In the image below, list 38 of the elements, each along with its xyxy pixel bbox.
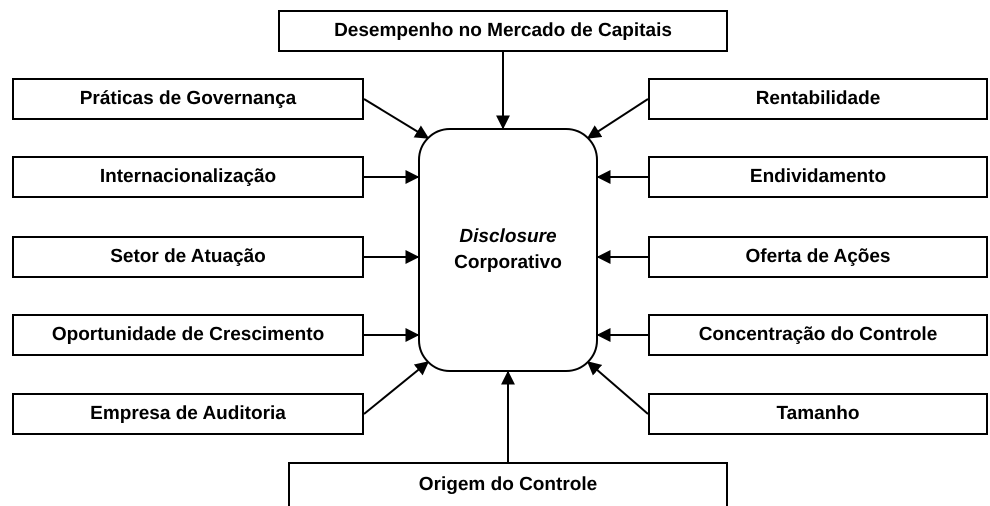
arrow — [364, 170, 420, 184]
arrow — [364, 250, 420, 264]
arrow — [363, 361, 430, 415]
factor-label: Oportunidade de Crescimento — [52, 323, 324, 348]
factor-label: Rentabilidade — [756, 87, 880, 112]
factor-label: Práticas de Governança — [80, 87, 296, 112]
factor-label: Setor de Atuação — [110, 245, 266, 270]
factor-label: Oferta de Ações — [745, 245, 890, 270]
factor-box — [648, 78, 988, 120]
factor-label: Tamanho — [776, 402, 860, 426]
factor-label: Empresa de Auditoria — [90, 402, 286, 426]
factor-label: Origem do Controle — [418, 473, 598, 497]
rounded-box — [418, 128, 598, 372]
factor-box — [12, 393, 364, 435]
arrow — [586, 98, 649, 139]
arrow — [596, 250, 648, 264]
arrow — [496, 52, 510, 130]
factor-box — [12, 314, 364, 356]
factor-box — [12, 236, 364, 278]
arrow — [596, 170, 648, 184]
factor-box — [12, 156, 364, 198]
factor-box — [278, 10, 728, 52]
factor-label: Endividamento — [750, 165, 886, 190]
factor-box — [648, 236, 988, 278]
factor-box — [648, 314, 988, 356]
center-label: Disclosure Corporativo — [453, 225, 563, 275]
factor-box — [648, 393, 988, 435]
factor-label: Desempenho no Mercado de Capitais — [334, 19, 672, 44]
factor-box — [12, 78, 364, 120]
arrow — [363, 98, 430, 139]
factor-label: Concentração do Controle — [698, 323, 938, 348]
arrow — [596, 328, 648, 342]
factor-box — [648, 156, 988, 198]
arrow — [501, 370, 515, 462]
factor-box — [288, 462, 728, 506]
arrow — [586, 361, 649, 415]
factor-label: Internacionalização — [100, 165, 276, 190]
arrow — [364, 328, 420, 342]
